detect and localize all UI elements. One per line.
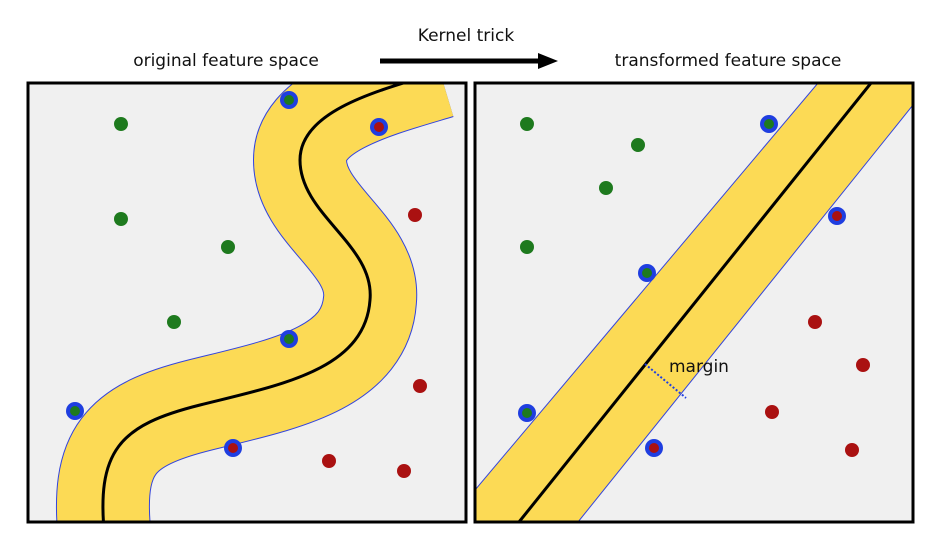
margin-indicator — [644, 363, 687, 399]
red-data-point — [408, 208, 422, 222]
red-data-point — [413, 379, 427, 393]
title-original-space: original feature space — [133, 51, 319, 71]
right-panel: margin — [473, 81, 915, 524]
green-data-point — [631, 138, 645, 152]
right-panel-border — [473, 81, 915, 524]
linear-margin-band — [475, 83, 913, 522]
red-data-point — [832, 211, 842, 221]
red-data-point — [374, 122, 384, 132]
green-data-point — [70, 406, 80, 416]
red-data-point — [808, 315, 822, 329]
green-data-point — [284, 334, 294, 344]
left-panel-border — [26, 81, 468, 524]
green-data-point — [167, 315, 181, 329]
red-data-point — [322, 454, 336, 468]
green-data-point — [114, 212, 128, 226]
red-data-point — [228, 443, 238, 453]
green-data-point — [599, 181, 613, 195]
green-data-point — [520, 240, 534, 254]
green-data-point — [114, 117, 128, 131]
kernel-trick-label: Kernel trick — [418, 26, 515, 46]
green-data-point — [284, 95, 294, 105]
red-data-point — [397, 464, 411, 478]
title-transformed-space: transformed feature space — [615, 51, 842, 71]
decision-boundary-curve — [101, 83, 409, 522]
kernel-arrow-icon — [380, 53, 558, 69]
green-data-point — [221, 240, 235, 254]
red-data-point — [649, 443, 659, 453]
red-data-point — [845, 443, 859, 457]
red-data-point — [856, 358, 870, 372]
green-data-point — [764, 119, 774, 129]
nonlinear-margin-band — [55, 83, 454, 522]
margin-label: margin — [669, 357, 729, 377]
red-data-point — [765, 405, 779, 419]
green-data-point — [520, 117, 534, 131]
green-data-point — [642, 268, 652, 278]
left-panel — [26, 81, 468, 524]
green-data-point — [522, 408, 532, 418]
decision-boundary-line — [517, 83, 873, 522]
